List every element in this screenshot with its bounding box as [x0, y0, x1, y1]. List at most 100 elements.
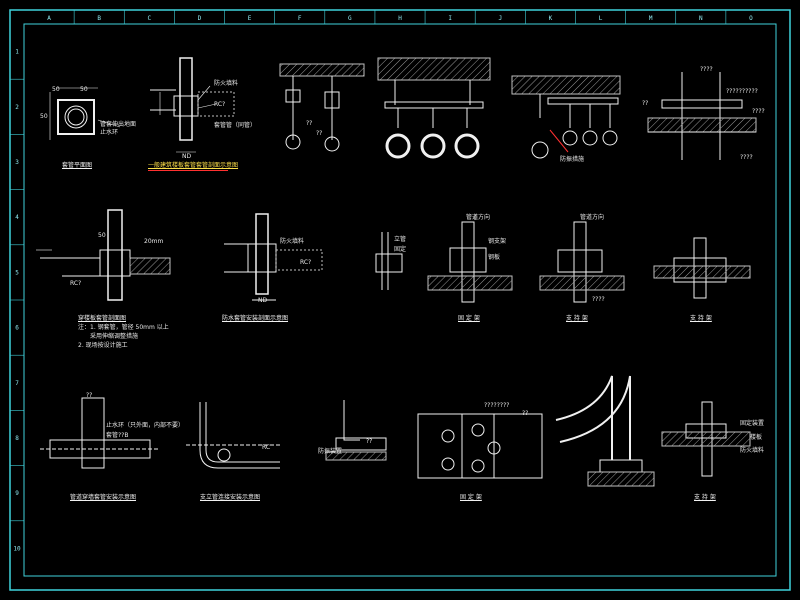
- fixed-label-2: 立管: [394, 236, 407, 243]
- inner-frame: [23, 23, 777, 577]
- slab-support: [661, 401, 751, 477]
- border-tick-top: I: [448, 15, 452, 22]
- floor-caption: 穿楼板套管剖面图: [78, 315, 127, 322]
- slab-label-2: 楼板: [750, 434, 763, 441]
- wall-label-1: 防火填料: [214, 80, 239, 87]
- slab-label-3: 防火填料: [740, 447, 765, 454]
- border-tick-top: O: [749, 15, 753, 22]
- border-tick-side: 3: [15, 159, 19, 166]
- hanger4-label-3: ??: [642, 100, 649, 107]
- roof-label-2: RC?: [300, 259, 312, 266]
- border-tick-top: E: [248, 15, 252, 22]
- valve-label-2: 防振装置: [318, 448, 343, 455]
- through-label-2: 套管??B: [106, 432, 129, 439]
- wall-sleeve-section: [150, 57, 235, 153]
- fixed-label-4: 钢支架: [488, 238, 507, 245]
- fixed-caption: 固 定 架: [458, 315, 480, 322]
- wall-label-2: RC?: [214, 101, 226, 108]
- branch-connection: [186, 402, 280, 469]
- plan-note-2: 止水环: [100, 129, 119, 136]
- hanger3-label: 防振措施: [560, 156, 585, 163]
- border-tick-side: 1: [15, 49, 19, 56]
- flange-plate-support: [417, 413, 543, 479]
- border-tick-side: 7: [15, 380, 19, 387]
- wall-penetration-sleeve: [40, 397, 160, 469]
- caption-underline-red: [148, 170, 228, 171]
- plan-note-1: 管套伸出地面: [100, 121, 137, 128]
- border-tick-top: F: [298, 15, 302, 22]
- border-tick-side: 8: [15, 435, 19, 442]
- plate-caption: 固 定 架: [460, 494, 482, 501]
- hanger4-label-2: ??????????: [726, 88, 758, 95]
- spring-pipe-hanger: [511, 75, 621, 159]
- border-tick-top: K: [549, 15, 553, 22]
- border-tick-side: 2: [15, 104, 19, 111]
- waterproof-sleeve-section: [224, 213, 323, 301]
- border-tick-top: N: [699, 15, 703, 22]
- border-tick-top: D: [198, 15, 202, 22]
- border-tick-top: A: [47, 15, 51, 22]
- sleeve-plan-view: [49, 87, 121, 140]
- wall-label-3: 套管管（同管）: [214, 122, 257, 129]
- border-tick-top: J: [498, 15, 502, 22]
- slab-caption: 支 持 架: [694, 494, 716, 501]
- hanger1-label-2: ??: [316, 130, 323, 137]
- riser-clamp-detail: [375, 232, 403, 290]
- fixed-support: [427, 214, 513, 303]
- roof-label-nd: ND: [258, 297, 268, 304]
- slab-label-1: 固定装置: [740, 420, 765, 427]
- plan-caption: 套管平面图: [62, 162, 93, 169]
- outer-frame: [9, 9, 791, 591]
- triple-pipe-hanger: [377, 57, 491, 159]
- floor-label-1: 50: [98, 232, 106, 239]
- hanger4-label-1: ????: [700, 66, 713, 73]
- branch-label: RC: [262, 444, 271, 451]
- elbow-support: [555, 375, 655, 487]
- fixed-label-3: 固定: [394, 246, 407, 253]
- floor-note-2: 采用伸缩调整措施: [90, 333, 139, 340]
- floor-label-2: 20mm: [144, 238, 164, 245]
- floor-note-1: 注：1. 钢套管，管径 50mm 以上: [78, 324, 169, 331]
- guide-support-2: [653, 237, 751, 299]
- border-tick-side: 4: [15, 214, 19, 221]
- guide-support: [539, 221, 625, 303]
- through-label-1: 止水环（只外面，内部不要）: [106, 422, 185, 429]
- wall-label-nd: ND: [182, 153, 192, 160]
- border-tick-top: C: [148, 15, 152, 22]
- fixed-label-5: 钢板: [488, 254, 501, 261]
- pipe-hanger-single: [279, 63, 365, 152]
- border-tick-top: M: [649, 15, 653, 22]
- wall-caption: 一般建筑楼板套管套管剖面示意图: [148, 162, 239, 169]
- floor-note-3: 2. 现场按设计施工: [78, 342, 128, 349]
- border-tick-side: 6: [15, 325, 19, 332]
- border-tick-top: B: [97, 15, 101, 22]
- guide2-caption: 支 持 架: [690, 315, 712, 322]
- valve-support: [325, 400, 387, 461]
- hanger4-label-5: ????: [740, 154, 753, 161]
- slab-anchor-detail: [647, 72, 757, 160]
- roof-caption: 防水套管安装剖面示意图: [222, 315, 289, 322]
- through-label-3: ??: [86, 392, 93, 399]
- border-tick-side: 9: [15, 490, 19, 497]
- border-tick-top: L: [599, 15, 603, 22]
- branch-caption: 支立管连接安装示意图: [200, 494, 261, 501]
- floor-sleeve-section: [36, 209, 171, 301]
- plate-label-1: ????????: [484, 402, 510, 409]
- guide-label-1: 管道方向: [580, 214, 605, 221]
- hanger4-label-4: ????: [752, 108, 765, 115]
- through-caption: 管道穿墙套管安装示意图: [70, 494, 137, 501]
- valve-label-1: ??: [366, 438, 373, 445]
- roof-label-1: 防火填料: [280, 238, 305, 245]
- plan-dim-1: 50: [52, 86, 60, 93]
- plan-dim-3: 50: [40, 113, 48, 120]
- floor-label-3: RC?: [70, 280, 82, 287]
- plan-dim-2: 50: [80, 86, 88, 93]
- border-tick-side: 10: [13, 545, 21, 552]
- fixed-label-1: 管道方向: [466, 214, 491, 221]
- guide-caption: 支 持 架: [566, 315, 588, 322]
- guide-label-2: ????: [592, 296, 605, 303]
- border-tick-top: H: [398, 15, 402, 22]
- border-tick-top: G: [348, 15, 352, 22]
